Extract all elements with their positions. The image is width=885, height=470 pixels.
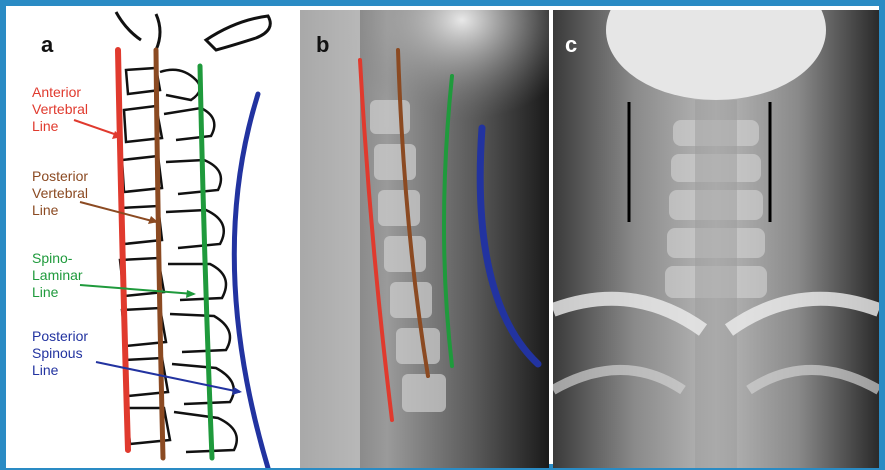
- schematic-drawing: [6, 10, 300, 468]
- posterior-spinous-line: [234, 94, 268, 468]
- legend-spinous-label: Posterior Spinous Line: [32, 328, 88, 379]
- spino-arrow: [80, 285, 194, 294]
- legend-posterior-label: Posterior Vertebral Line: [32, 168, 88, 219]
- legend-anterior-label: Anterior Vertebral Line: [32, 84, 88, 135]
- panel-label-a: a: [41, 32, 53, 58]
- mandible-outline: [206, 16, 270, 50]
- skull-outline-2: [156, 14, 160, 50]
- posterior-arrow: [80, 202, 156, 222]
- spino-laminar-line: [200, 66, 212, 458]
- legend-spino-label: Spino- Laminar Line: [32, 250, 83, 301]
- panel-label-c: c: [565, 32, 577, 58]
- spino-arrowhead: [186, 290, 196, 298]
- panel-a-schematic: a Anterior Vertebral Line Posterior Vert…: [6, 10, 300, 468]
- skull-outline: [116, 12, 141, 40]
- lateral-xray-image: [300, 10, 549, 468]
- panel-label-b: b: [316, 32, 329, 58]
- posterior-vertebral-line: [156, 50, 163, 458]
- panel-b-lateral-xray: b: [300, 10, 549, 468]
- panel-c-ap-xray: c: [553, 10, 879, 468]
- trachea: [695, 100, 737, 468]
- vertebrae-sketch: [120, 68, 237, 452]
- ap-xray-image: [553, 10, 879, 468]
